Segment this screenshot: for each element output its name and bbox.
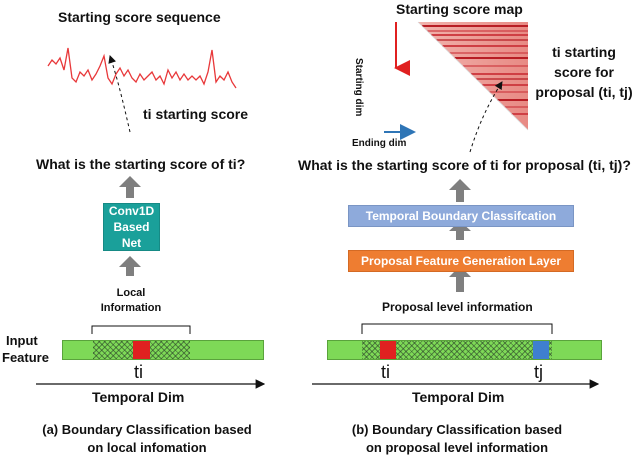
right-caption: (b) Boundary Classification based on pro…: [322, 421, 592, 457]
temporal-boundary-classification-box: Temporal Boundary Classifcation: [348, 205, 574, 227]
proposal-score-dashed-arrow: [469, 81, 503, 153]
right-axis-label: Temporal Dim: [412, 389, 505, 405]
conv1d-line-2: Based Net: [113, 220, 150, 250]
proposal-score-line-3: proposal (ti, tj): [535, 84, 633, 100]
left-ti-tick: ti: [134, 362, 143, 382]
proposal-score-line-2: score for: [554, 64, 614, 80]
ti-score-dashed-arrow: [108, 55, 131, 133]
conv1d-net-box: Conv1D Based Net: [103, 203, 160, 251]
starting-score-sequence-line: [47, 47, 237, 89]
right-up-arrow-2: [456, 229, 464, 240]
input-feature-line-1: Input: [6, 333, 38, 348]
left-caption-line-1: (a) Boundary Classification based: [42, 422, 252, 437]
left-caption-line-2: on local infomation: [87, 440, 207, 455]
proposal-score-label: ti starting score for proposal (ti, tj): [530, 42, 638, 102]
local-information-line-1: Local: [116, 287, 146, 299]
local-information-label: Local Information: [96, 286, 166, 316]
local-information-bracket: [91, 325, 191, 334]
map-title: Starting score map: [396, 1, 523, 17]
left-ti-marker: [133, 341, 150, 359]
proposal-information-label: Proposal level information: [382, 300, 533, 314]
right-tj-marker: [533, 341, 549, 359]
conv1d-line-1: Conv1D: [108, 204, 155, 218]
input-feature-label: Input Feature: [2, 332, 49, 366]
right-up-arrow-3: [456, 275, 464, 292]
ending-dim-label: Ending dim: [352, 138, 407, 149]
right-ti-tick: ti: [381, 362, 390, 382]
left-caption: (a) Boundary Classification based on loc…: [22, 421, 272, 457]
local-information-line-2: Information: [100, 302, 162, 314]
sequence-title: Starting score sequence: [58, 9, 221, 25]
right-up-arrow-1: [456, 188, 464, 202]
right-proposal-window: [362, 341, 552, 359]
proposal-feature-generation-box: Proposal Feature Generation Layer: [348, 250, 574, 272]
right-caption-line-1: (b) Boundary Classification based: [351, 422, 563, 437]
up-arrows: [119, 176, 471, 292]
proposal-score-line-1: ti starting: [552, 44, 616, 60]
left-up-arrow-top: [126, 185, 134, 198]
left-axis-label: Temporal Dim: [92, 389, 185, 405]
starting-score-map: [417, 21, 529, 131]
right-caption-line-2: on proposal level information: [365, 440, 549, 455]
right-tj-tick: tj: [534, 362, 543, 382]
right-question: What is the starting score of ti for pro…: [298, 157, 631, 173]
right-ti-marker: [380, 341, 396, 359]
proposal-information-bracket: [361, 323, 553, 334]
left-question: What is the starting score of ti?: [36, 156, 246, 172]
left-up-arrow-bottom: [126, 265, 134, 276]
ti-starting-score-label: ti starting score: [143, 106, 249, 122]
input-feature-line-2: Feature: [2, 350, 49, 365]
starting-dim-label: Starting dim: [353, 58, 364, 117]
